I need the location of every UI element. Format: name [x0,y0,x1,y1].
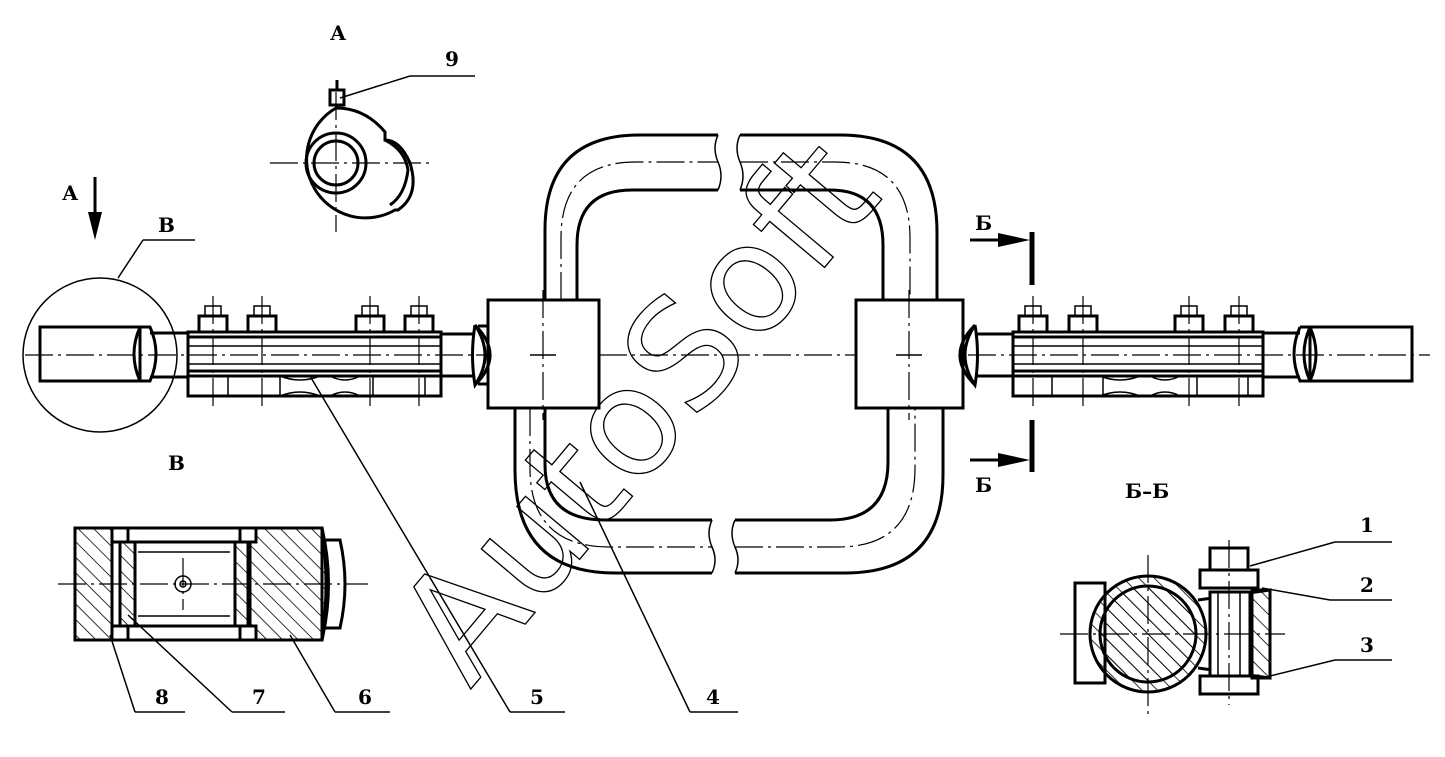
section-top-label: Б [975,211,992,235]
detail-v-callout-label: В [158,213,175,237]
right-clamp-assembly [958,296,1414,408]
section-title: Б–Б [1125,479,1169,503]
right-center-block [854,290,965,420]
part-number-9: 9 [445,47,459,71]
part-number-3: 3 [1360,633,1374,657]
section-cut-marks: Б Б [970,211,1035,497]
part-number-4: 4 [706,685,720,709]
view-a-title: А [330,21,347,45]
left-clamp-assembly [38,296,492,408]
frame-tube-bottom [513,408,945,575]
part-number-2: 2 [1360,573,1374,597]
part-number-labels: 1 2 3 4 5 6 7 8 9 [155,47,1374,709]
section-bottom-label: Б [975,473,992,497]
detail-v-title: В [168,451,185,475]
part-number-6: 6 [358,685,372,709]
part-number-5: 5 [530,685,544,709]
section-b-b: Б–Б [1060,479,1285,715]
view-a-arrow-label: А [62,181,79,205]
part-number-8: 8 [155,685,169,709]
detail-view-v: В [58,451,368,642]
part-number-1: 1 [1360,513,1374,537]
frame-tube-top [543,133,939,300]
view-a: А [270,21,475,232]
detail-circle-v [22,277,178,433]
leader-lines [109,375,1392,713]
detail-v-leader [117,239,144,279]
view-a-arrow: А [62,177,102,240]
watermark: AutoSoft [364,108,911,713]
left-center-block [486,290,601,420]
part-number-7: 7 [252,685,266,709]
